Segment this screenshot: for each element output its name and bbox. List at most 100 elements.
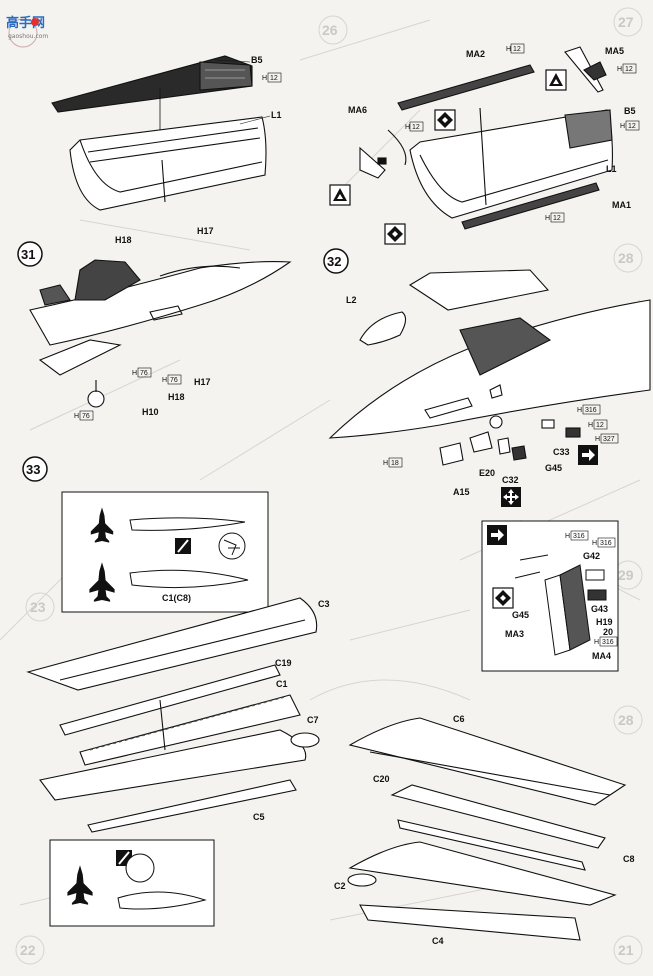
ghost-page-numbers: 26 27 28 29 23 28 21 22	[20, 14, 634, 958]
part-label-h316: H	[577, 407, 582, 414]
part-label-h327: H	[595, 436, 600, 443]
step-33-detail-box-top: C1(C8)	[61, 491, 269, 613]
boxed-number: 12	[513, 46, 521, 53]
boxed-number: 327	[603, 436, 615, 443]
part-label-l1: L1	[606, 164, 617, 174]
step-31-labels: H18 H17 H 76 H 76 H17 H18 H10 H 76	[74, 226, 214, 421]
part-label-h18: H18	[168, 392, 185, 402]
boxed-number: 316	[585, 407, 597, 414]
step-number: 32	[327, 254, 341, 269]
part-label-l1: L1	[271, 110, 282, 120]
step-number-badge	[22, 456, 48, 482]
part-label-h19: H19	[596, 617, 613, 627]
part-label-h17: H17	[194, 377, 211, 387]
part-label-c4: C4	[432, 936, 444, 946]
part-label-c32: C32	[502, 475, 519, 485]
step-30-drawing	[51, 55, 267, 211]
part-label-c1: C1	[276, 679, 288, 689]
diamond-in-square-icon	[434, 109, 456, 131]
part-label-ma2: MA2	[466, 49, 485, 59]
ghost-number: 23	[30, 599, 46, 615]
step-31: 31	[17, 241, 43, 267]
diamond-in-square-icon	[492, 587, 514, 609]
part-label-h12: H	[617, 66, 622, 73]
cross-arrows-icon	[501, 487, 521, 507]
watermark-brand: 高手网	[6, 15, 45, 31]
step-32-labels: L2 H 316 H 12 H 327 C33 H 18 E20 G45 C32…	[346, 295, 619, 507]
part-label-l2: L2	[346, 295, 357, 305]
part-label-c19: C19	[275, 658, 292, 668]
step-number-badge	[17, 241, 43, 267]
part-label-g45: G45	[512, 610, 529, 620]
ghost-number: 28	[618, 250, 634, 266]
part-label-h316: H	[565, 533, 570, 540]
part-label-c2: C2	[334, 881, 346, 891]
part-label-h18: H	[383, 460, 388, 467]
step-number-badge	[323, 248, 349, 274]
part-label-h12: H	[545, 215, 550, 222]
part-label-20: 20	[603, 627, 613, 637]
step-32-drawing	[328, 269, 651, 466]
boxed-number: 12	[270, 75, 278, 82]
part-label-h316: H	[594, 639, 599, 646]
arrow-right-icon	[578, 445, 598, 465]
part-label-h12: H	[620, 123, 625, 130]
part-label-h316: H	[592, 540, 597, 547]
part-label-h76: H	[74, 413, 79, 420]
boxed-number: 12	[628, 123, 636, 130]
boxed-number: 76	[170, 377, 178, 384]
part-label-c3: C3	[318, 599, 330, 609]
part-label-a15: A15	[453, 487, 470, 497]
triangle-up-in-square-icon	[545, 69, 567, 91]
part-label-h12: H	[588, 422, 593, 429]
part-label-c7: C7	[307, 715, 319, 725]
step-30b-drawing	[359, 46, 613, 230]
boxed-number: 12	[412, 124, 420, 131]
boxed-number: 76	[82, 413, 90, 420]
part-label-h76: H	[162, 377, 167, 384]
part-label-h18: H18	[115, 235, 132, 245]
part-label-h12: H	[262, 75, 267, 82]
part-label-ma4: MA4	[592, 651, 611, 661]
triangle-up-in-square-icon	[329, 184, 351, 206]
boxed-number: 12	[596, 422, 604, 429]
ghost-number: 29	[618, 567, 634, 583]
step-33-left-wing	[26, 597, 320, 833]
part-label-ma6: MA6	[348, 105, 367, 115]
watermark-dot-icon	[31, 18, 39, 26]
step-33-left-labels: C3 C19 C1 C7 C5	[253, 599, 330, 822]
boxed-number: 12	[625, 66, 633, 73]
step-31-drawing	[29, 259, 292, 408]
step-33-detail-box-bottom	[49, 839, 215, 927]
step-33-right-wing	[347, 717, 627, 941]
boxed-number: 76	[140, 370, 148, 377]
part-label-h12: H	[405, 124, 410, 131]
boxed-number: 12	[553, 215, 561, 222]
part-label-h76: H	[132, 370, 137, 377]
step-number: 33	[26, 462, 40, 477]
step-30-labels: B5 H 12 L1	[214, 55, 282, 125]
part-label-h10: H10	[142, 407, 159, 417]
boxed-number: 18	[391, 460, 399, 467]
part-label-c8: C8	[623, 854, 635, 864]
boxed-number: 316	[573, 533, 585, 540]
part-label-ma3: MA3	[505, 629, 524, 639]
site-watermark: 高手网 gaoshou.com	[6, 15, 48, 48]
part-label-c6: C6	[453, 714, 465, 724]
part-label-g43: G43	[591, 604, 608, 614]
part-label-g42: G42	[583, 551, 600, 561]
part-label-c20: C20	[373, 774, 390, 784]
ghost-number: 22	[20, 942, 36, 958]
boxed-number: 316	[602, 639, 614, 646]
part-label-b5: B5	[624, 106, 636, 116]
ghost-number: 28	[618, 712, 634, 728]
step-33-right-labels: C6 C20 C8 C2 C4	[334, 714, 635, 946]
ghost-number: 21	[618, 942, 634, 958]
part-label-e20: E20	[479, 468, 495, 478]
ghost-number: 26	[322, 22, 338, 38]
ghost-number: 27	[618, 14, 634, 30]
boxed-number: 316	[600, 540, 612, 547]
step-30b-labels: MA2 H 12 MA5 H 12 MA6 H 12 B5 H 12 L1 MA…	[329, 43, 640, 245]
step-33: 33	[22, 456, 48, 482]
part-label-c1c8: C1(C8)	[162, 593, 191, 603]
